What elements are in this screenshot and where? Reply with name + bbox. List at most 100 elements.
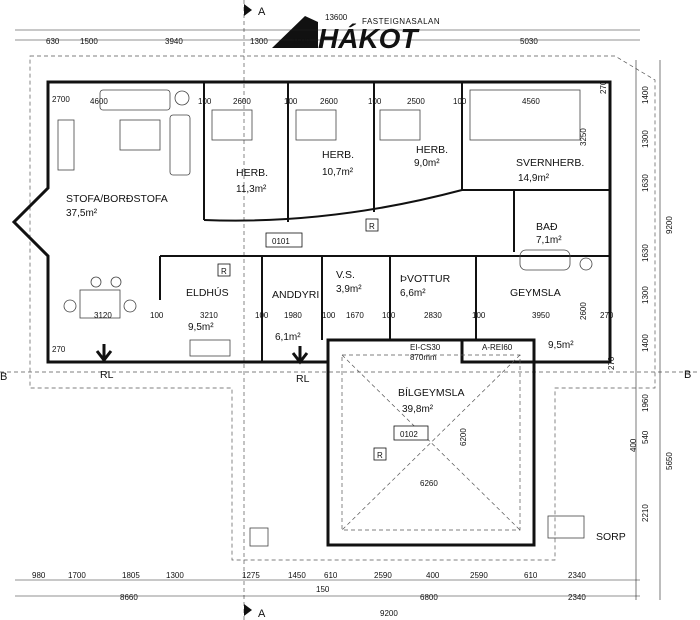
dim-mid: 1670 [346, 311, 364, 320]
top-dimensions: 13600 630 1500 3940 1300 1500 5030 [15, 13, 640, 46]
dim-mid: 100 [255, 311, 269, 320]
dim-inner: 2600 [233, 97, 251, 106]
r-marker: R [369, 222, 375, 231]
dim-bottom: 610 [324, 571, 338, 580]
dim-right-total-upper: 9200 [665, 216, 674, 234]
room-name-herb2: HERB. [322, 149, 354, 161]
dim-mid: 100 [382, 311, 396, 320]
room-area-stofa: 37,5m² [66, 208, 98, 219]
dim-right: 1300 [641, 130, 650, 148]
walls [11, 80, 612, 547]
room-labels: STOFA/BORÐSTOFA 37,5m² HERB. 11,3m² HERB… [66, 144, 584, 415]
unit-tags: 0101 0102 R R R EI-CS30 870mm A-REI60 [217, 218, 513, 461]
inner-top-dimensions: 4600 100 2600 100 2600 100 2500 100 4560 [90, 97, 540, 106]
dim-inner: 100 [453, 97, 467, 106]
dim-mid: 270 [600, 311, 614, 320]
unit-label-0102: 0102 [400, 430, 418, 439]
dim-top: 3940 [165, 37, 183, 46]
section-a-bottom: A [258, 608, 266, 620]
bottom-dimensions: 980 1700 1805 1300 1275 1450 610 2590 40… [15, 571, 640, 618]
dim-mid: 2830 [424, 311, 442, 320]
dim-mid: 3950 [532, 311, 550, 320]
dim-inner: 2600 [320, 97, 338, 106]
dim-mid: 100 [472, 311, 486, 320]
room-name-herb1: HERB. [236, 167, 268, 179]
dim-left-inner: 270 [52, 345, 66, 354]
room-area-herb1: 11,3m² [236, 184, 267, 195]
dim-top: 1500 [80, 37, 98, 46]
room-name-thvottur: ÞVOTTUR [400, 273, 451, 285]
dim-inner: 2500 [407, 97, 425, 106]
dim-garage-h: 6200 [459, 428, 468, 446]
dim-top: 1500 [292, 37, 310, 46]
dim-bottom-total: 9200 [380, 609, 398, 618]
room-name-bilgeymsla: BÍLGEYMSLA [398, 386, 465, 399]
dim-right: 2210 [641, 504, 650, 522]
logo-brand: HÁKOT [318, 23, 420, 54]
rl-label-left: RL [100, 369, 114, 381]
dim-bottom2: 2340 [568, 593, 586, 602]
dim-bottom: 1300 [166, 571, 184, 580]
logo: FASTEIGNASALAN HÁKOT [272, 16, 440, 54]
dim-bottom: 2340 [568, 571, 586, 580]
dim-right: 1400 [641, 334, 650, 352]
dim-mid: 3120 [94, 311, 112, 320]
dim-bottom: 1805 [122, 571, 140, 580]
sorp-label: SORP [596, 531, 626, 543]
door-fire-rating: EI-CS30 [410, 343, 441, 352]
dim-bottom: 1275 [242, 571, 260, 580]
dim-left-inner: 2700 [52, 95, 70, 104]
dim-mid: 1980 [284, 311, 302, 320]
dim-right-inner: 270 [599, 80, 608, 94]
room-name-bad: BAÐ [536, 221, 558, 233]
mid-dimensions: 3120 100 3210 100 1980 100 1670 100 2830… [94, 311, 614, 320]
unit-label-0101: 0101 [272, 237, 290, 246]
dim-top: 630 [46, 37, 60, 46]
dim-bottom2: 6800 [420, 593, 438, 602]
dim-right-total-lower: 5650 [665, 452, 674, 470]
entrance-arrow-icon [291, 346, 309, 365]
dim-bottom: 400 [426, 571, 440, 580]
dim-bottom: 1450 [288, 571, 306, 580]
dim-top: 1300 [250, 37, 268, 46]
dim-bottom: 980 [32, 571, 46, 580]
dim-right: 540 [641, 430, 650, 444]
dim-bottom: 2590 [470, 571, 488, 580]
dim-bottom2: 8660 [120, 593, 138, 602]
entrance-arrow-icon [95, 344, 113, 363]
dim-inner: 100 [284, 97, 298, 106]
dim-right: 1630 [641, 244, 650, 262]
rl-label-right: RL [296, 373, 310, 385]
room-name-svernherb: SVERNHERB. [516, 157, 584, 169]
room-name-eldhus: ELDHÚS [186, 286, 229, 299]
door-width: 870mm [410, 353, 437, 362]
r-marker: R [377, 451, 383, 460]
section-b-left: B [0, 371, 7, 383]
furniture [57, 89, 593, 547]
dim-mid: 100 [322, 311, 336, 320]
dim-right: 1630 [641, 174, 650, 192]
room-area-anddyri: 6,1m² [275, 332, 301, 343]
dim-right-inner: 270 [607, 356, 616, 370]
dim-garage-w: 6260 [420, 479, 438, 488]
room-name-vs: V.S. [336, 269, 355, 281]
room-area-herb3: 9,0m² [414, 158, 440, 169]
r-marker: R [221, 267, 227, 276]
dim-mid: 100 [150, 311, 164, 320]
dim-right-inner: 2600 [579, 302, 588, 320]
room-name-geymsla: GEYMSLA [510, 287, 561, 299]
room-name-anddyri: ANDDYRI [272, 289, 319, 301]
dim-right-inner: 3250 [579, 128, 588, 146]
room-area-herb2: 10,7m² [322, 167, 354, 178]
dim-right: 1400 [641, 86, 650, 104]
dim-right: 400 [629, 438, 638, 452]
dim-mid: 3210 [200, 311, 218, 320]
door-rei-rating: A-REI60 [482, 343, 513, 352]
room-area-vs: 3,9m² [336, 284, 362, 295]
dim-inner: 4600 [90, 97, 108, 106]
dim-right: 1300 [641, 286, 650, 304]
room-area-thvottur: 6,6m² [400, 288, 426, 299]
room-name-stofa: STOFA/BORÐSTOFA [66, 193, 168, 205]
